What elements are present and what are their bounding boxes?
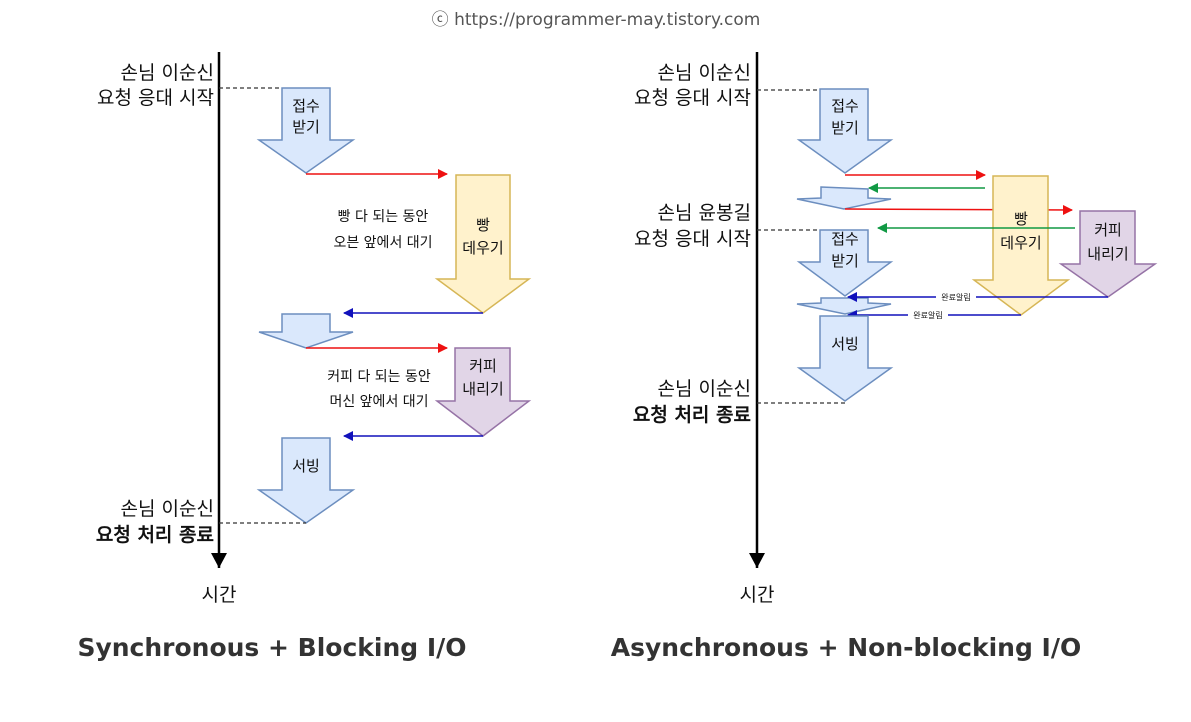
left-end-label-line1: 손님 이순신: [121, 498, 214, 520]
right-start-label-line1: 손님 이순신: [658, 62, 751, 84]
left-time-axis-arrowhead: [211, 553, 227, 568]
right-time-axis-arrowhead: [749, 553, 765, 568]
left-coffee-wait-note-line2: 머신 앞에서 대기: [329, 394, 428, 410]
left-bread-box-line2: 데우기: [462, 239, 503, 257]
left-start-label-line1: 손님 이순신: [121, 62, 214, 84]
left-bread-wait-note-line1: 빵 다 되는 동안: [338, 209, 429, 225]
right-second-label-line2: 요청 응대 시작: [634, 228, 751, 250]
left-diagram: 시간 손님 이순신 요청 응대 시작 접수 받기 빵 데우기 빵 다 되는 동안…: [77, 52, 532, 662]
watermark-text: ⓒ https://programmer-may.tistory.com: [432, 10, 761, 30]
left-bread-box: [434, 174, 532, 314]
right-small-step-arrow: [796, 186, 892, 210]
left-bread-wait-note-line2: 오븐 앞에서 대기: [333, 235, 432, 251]
left-coffee-box-line2: 내리기: [462, 380, 503, 398]
left-small-step-arrow: [258, 313, 354, 349]
right-title: Asynchronous + Non-blocking I/O: [611, 633, 1081, 662]
right-coffee-box-line1: 커피: [1094, 221, 1122, 239]
right-complete-alert-1-bg: [936, 292, 976, 302]
right-serving-box-label: 서빙: [831, 335, 859, 353]
right-diagram: 시간 손님 이순신 요청 응대 시작 접수 받기 빵 데우기 커피 내리기 손님…: [611, 52, 1158, 662]
left-coffee-box-line1: 커피: [469, 357, 497, 375]
right-bread-box-line1: 빵: [1014, 210, 1028, 228]
right-complete-alert-1: 완료알림: [941, 292, 970, 302]
left-coffee-box: [434, 347, 532, 437]
right-receive-box: [796, 88, 894, 174]
right-start-label-line2: 요청 응대 시작: [634, 87, 751, 109]
left-receive-box-line2: 받기: [292, 118, 320, 136]
left-title: Synchronous + Blocking I/O: [77, 633, 466, 662]
left-axis-label: 시간: [202, 584, 237, 606]
right-receive-box-2: [796, 229, 894, 297]
right-serving-box: [796, 315, 894, 402]
left-start-label-line2: 요청 응대 시작: [97, 87, 214, 109]
left-bread-box-line1: 빵: [476, 216, 490, 234]
right-bread-box-line2: 데우기: [1000, 234, 1041, 252]
right-receive-box-line1: 접수: [831, 97, 859, 115]
right-second-label-line1: 손님 윤봉길: [658, 202, 751, 224]
right-end-label-line1: 손님 이순신: [658, 378, 751, 400]
right-coffee-box-line2: 내리기: [1087, 245, 1128, 263]
right-complete-alert-2: 완료알림: [913, 310, 942, 320]
left-serving-box-label: 서빙: [292, 457, 320, 475]
right-receive-box-2-line2: 받기: [831, 252, 859, 270]
right-axis-label: 시간: [740, 584, 775, 606]
right-coffee-box: [1058, 210, 1158, 298]
right-receive-box-line2: 받기: [831, 119, 859, 137]
right-end-label-line2: 요청 처리 종료: [633, 404, 751, 426]
left-serving-box: [256, 437, 356, 524]
left-receive-box-line1: 접수: [292, 97, 320, 115]
right-small-step-arrow-2: [796, 297, 892, 315]
left-coffee-wait-note-line1: 커피 다 되는 동안: [327, 369, 431, 385]
right-receive-box-2-line1: 접수: [831, 230, 859, 248]
left-receive-box: [256, 87, 356, 174]
right-complete-alert-2-bg: [908, 310, 948, 320]
left-end-label-line2: 요청 처리 종료: [96, 524, 214, 546]
